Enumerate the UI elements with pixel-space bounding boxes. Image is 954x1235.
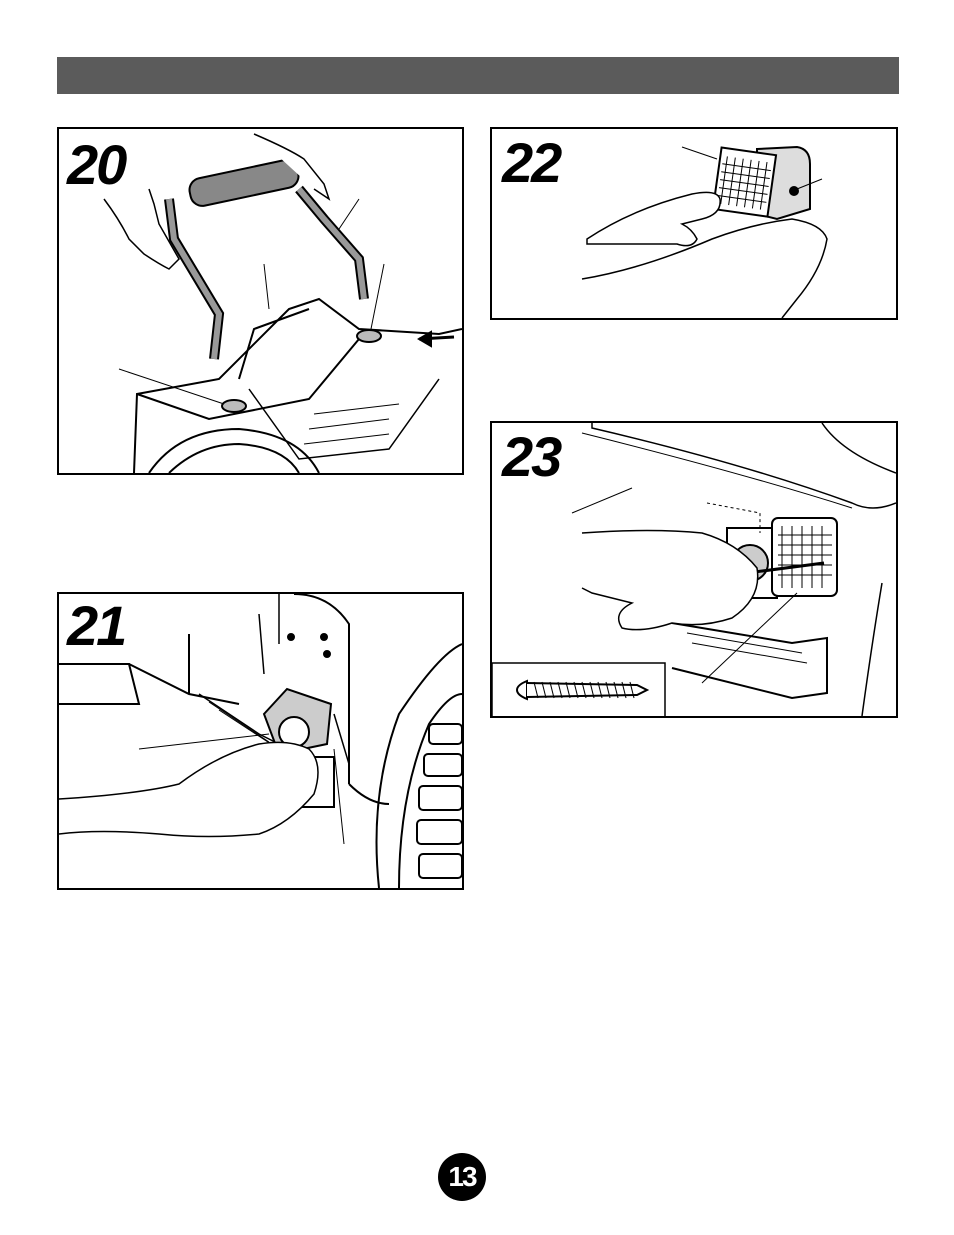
screw-install-illustration — [492, 423, 896, 716]
header-bar — [57, 57, 899, 94]
figure-step-23: 23 — [490, 421, 898, 718]
figure-step-20: 20 — [57, 127, 464, 475]
page-number: 13 — [438, 1153, 486, 1201]
battery-door-illustration — [492, 129, 896, 318]
figure-step-22: 22 — [490, 127, 898, 320]
battery-cover-illustration — [59, 594, 462, 888]
handlebar-illustration — [59, 129, 462, 473]
figure-step-21: 21 — [57, 592, 464, 890]
